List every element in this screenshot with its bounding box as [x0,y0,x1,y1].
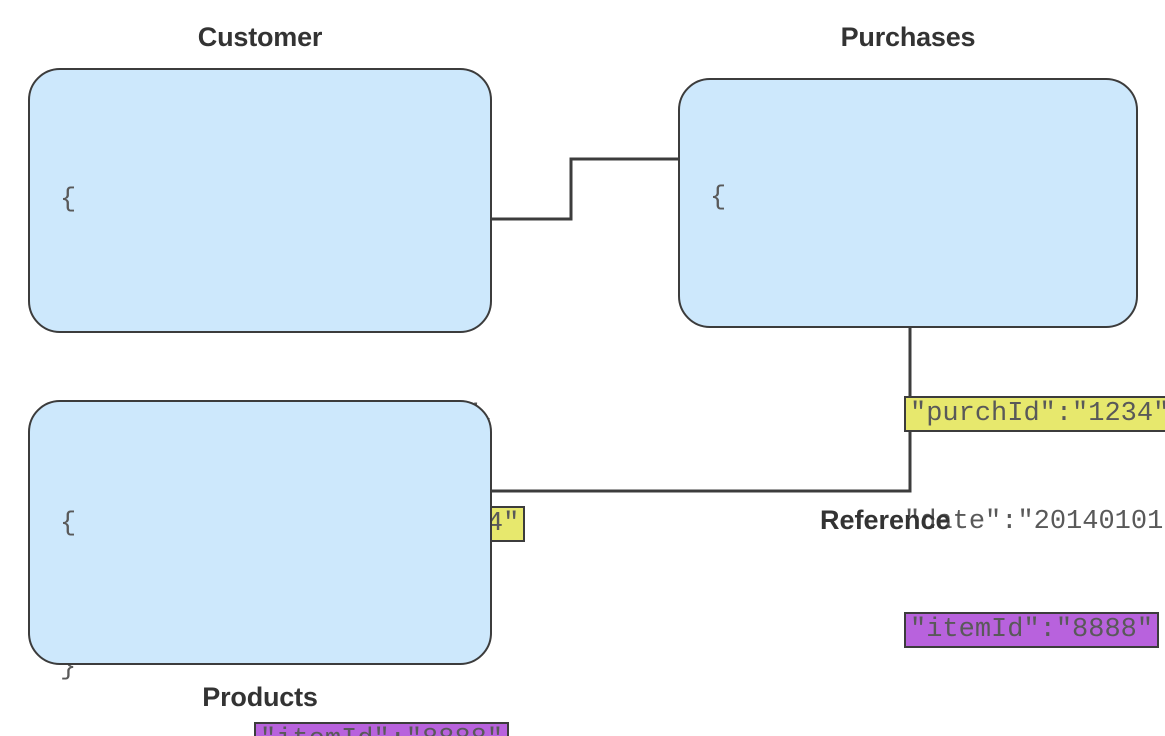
products-json: { "itemId":"8888" "type":"T Shirt", "siz… [60,434,529,736]
purchases-field-purchid: "purchId":"1234", [742,360,1165,432]
products-box: { "itemId":"8888" "type":"T Shirt", "siz… [28,400,510,736]
purchases-field-date-text: "date":"20140101", [904,507,1165,537]
products-field-itemid-chip: "itemId":"8888" [254,722,510,736]
purchases-title: Purchases [840,22,976,52]
purchases-box: { "purchId":"1234", "date":"20140101", "… [678,78,1165,648]
products-field-itemid: "itemId":"8888" [92,686,529,736]
customer-open-brace: { [60,185,77,215]
customer-box: { "name":"Smith", "purchId":"1234" } [28,68,526,683]
purchases-field-itemid: "itemId":"8888" [742,576,1165,648]
products-open-brace: { [60,509,77,539]
customer-field-name: "name":"Smith", [92,362,525,431]
purchases-field-itemid-chip: "itemId":"8888" [904,612,1160,648]
purchases-field-date: "date":"20140101", [742,468,1165,537]
purchases-field-purchid-chip: "purchId":"1234" [904,396,1165,432]
reference-label: Reference [820,505,951,535]
purchases-json: { "purchId":"1234", "date":"20140101", "… [710,108,1165,736]
customer-title: Customer [197,22,323,52]
products-title: Products [202,682,318,712]
purchases-open-brace: { [710,183,727,213]
